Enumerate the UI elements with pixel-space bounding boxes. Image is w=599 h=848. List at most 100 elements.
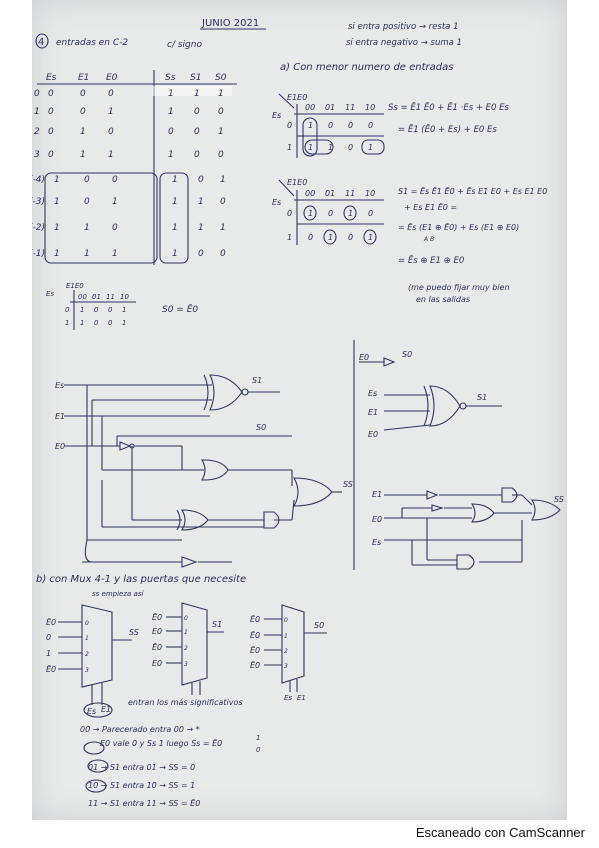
svg-text:0: 0	[48, 150, 54, 160]
date-text: JUNIO 2021	[201, 18, 259, 29]
problem-title: entradas en C-2	[56, 38, 128, 48]
svg-text:2: 2	[184, 645, 188, 652]
svg-text:E0 vale 0 y Ss 1 luego Ss: E0 vale 0 y Ss 1 luego Ss = Ē0	[100, 738, 222, 748]
s1-note-1: (me puedo fijar muy bien	[408, 283, 510, 292]
svg-text:11: 11	[345, 103, 355, 112]
svg-text:1: 1	[328, 233, 333, 242]
svg-text:1: 1	[122, 319, 126, 327]
svg-text:1: 1	[168, 89, 174, 99]
th-e1: E1	[78, 73, 89, 83]
svg-text:Ē0: Ē0	[46, 617, 56, 627]
svg-text:1: 1	[122, 306, 126, 314]
svg-text:0: 0	[84, 175, 90, 185]
svg-text:1: 1	[172, 249, 178, 259]
svg-text:S0: S0	[256, 423, 266, 432]
svg-text:0: 0	[328, 121, 333, 130]
svg-text:10: 10	[120, 293, 129, 301]
svg-text:E1: E1	[297, 694, 306, 702]
handwritten-notes: JUNIO 2021 4 entradas en C-2 c/ signo si…	[32, 18, 564, 808]
svg-text:1: 1	[84, 223, 90, 233]
svg-text:E0: E0	[368, 430, 378, 439]
s0-equation: S0 = Ē0	[162, 304, 198, 315]
svg-text:1: 1	[80, 150, 86, 160]
svg-text:Es: Es	[272, 111, 281, 120]
th-s1: S1	[190, 73, 201, 83]
svg-text:E1: E1	[101, 705, 111, 714]
svg-text:0: 0	[94, 319, 99, 327]
svg-text:3: 3	[184, 661, 188, 668]
svg-text:1: 1	[172, 197, 178, 207]
svg-text:1: 1	[368, 143, 373, 152]
svg-text:1: 1	[80, 127, 86, 137]
svg-text:3: 3	[34, 150, 40, 160]
svg-text:1: 1	[34, 107, 40, 117]
svg-text:0: 0	[220, 249, 226, 259]
svg-text:0: 0	[108, 306, 113, 314]
svg-text:11 → S1 entra 11 → SS = Ē0: 11 → S1 entra 11 → SS = Ē0	[88, 798, 200, 808]
svg-text:(-4): (-4)	[32, 175, 45, 185]
svg-text:0: 0	[256, 746, 261, 754]
svg-text:1: 1	[80, 306, 84, 314]
svg-text:E0: E0	[359, 353, 369, 362]
svg-text:0: 0	[348, 233, 353, 242]
svg-text:SS: SS	[129, 628, 139, 637]
svg-text:1: 1	[308, 121, 313, 130]
svg-text:1: 1	[112, 249, 118, 259]
svg-text:0: 0	[80, 89, 86, 99]
svg-text:0: 0	[94, 306, 99, 314]
svg-text:1: 1	[184, 629, 188, 636]
svg-text:1: 1	[256, 734, 260, 742]
mux-ss: Ē0 0 1 Ē0 0 1 2 3 SS Es E1	[46, 604, 139, 718]
kmap-s1: E1E0 Es 00 01 11 10 0 1 0 1 0 1 0 1 0 1 …	[272, 178, 547, 304]
svg-text:1: 1	[168, 150, 174, 160]
svg-text:E1E0: E1E0	[287, 93, 307, 102]
svg-text:SS: SS	[554, 495, 564, 504]
svg-text:1: 1	[85, 635, 89, 642]
svg-text:01: 01	[325, 103, 335, 112]
svg-text:1: 1	[220, 223, 226, 233]
svg-text:S1: S1	[252, 376, 262, 385]
logic-circuit-a: Es E1 E0 S1 S0 SS	[55, 374, 353, 568]
svg-text:Ē0: Ē0	[152, 612, 162, 622]
svg-text:0: 0	[348, 121, 353, 130]
svg-text:1: 1	[54, 223, 60, 233]
svg-text:0: 0	[112, 175, 118, 185]
svg-text:0: 0	[194, 107, 200, 117]
svg-text:0: 0	[284, 617, 288, 624]
svg-text:0: 0	[287, 121, 292, 130]
svg-text:1: 1	[84, 249, 90, 259]
s1-equation-4: = Ēs ⊕ E1 ⊕ E0	[398, 255, 464, 266]
svg-text:1: 1	[287, 233, 292, 242]
svg-text:0: 0	[168, 127, 174, 137]
svg-text:0: 0	[220, 197, 226, 207]
svg-text:11: 11	[106, 293, 115, 301]
ss-equation-1: Ss = Ē1 Ē0 + Ē1 ·Es + E0 Es	[388, 102, 509, 113]
rule-negative: si entra negativo → suma 1	[346, 38, 462, 48]
kmap-s0: Es E1E0 00 01 11 10 0 1 0 0 1 1 1 0 0 1 …	[46, 282, 198, 330]
svg-text:0: 0	[184, 615, 188, 622]
svg-text:1: 1	[218, 89, 224, 99]
svg-text:Es: Es	[87, 707, 96, 716]
svg-text:0: 0	[194, 127, 200, 137]
svg-text:0: 0	[65, 306, 70, 314]
svg-text:1: 1	[287, 143, 292, 152]
svg-text:(-3): (-3)	[32, 197, 45, 207]
svg-text:1: 1	[168, 107, 174, 117]
svg-text:Es: Es	[272, 198, 281, 207]
svg-text:1: 1	[308, 143, 313, 152]
svg-text:2: 2	[34, 127, 40, 137]
mux-s0: Ē0 Ē0 Ē0 Ē0 0 1 2 3 S0 Es E1	[250, 604, 327, 702]
th-ss: Ss	[165, 73, 176, 83]
mux-s1: Ē0 E0 Ē0 E0 0 1 2 3 S1	[152, 602, 224, 695]
svg-text:2: 2	[284, 648, 288, 655]
svg-text:S1: S1	[212, 620, 222, 629]
ss-equation-2: = Ē1 (Ē0 + Es) + E0 Es	[398, 124, 497, 135]
svg-text:0: 0	[84, 197, 90, 207]
svg-text:Es: Es	[284, 694, 292, 702]
svg-text:0: 0	[112, 223, 118, 233]
svg-text:0: 0	[34, 89, 40, 99]
svg-text:0: 0	[218, 107, 224, 117]
svg-text:0: 0	[48, 127, 54, 137]
